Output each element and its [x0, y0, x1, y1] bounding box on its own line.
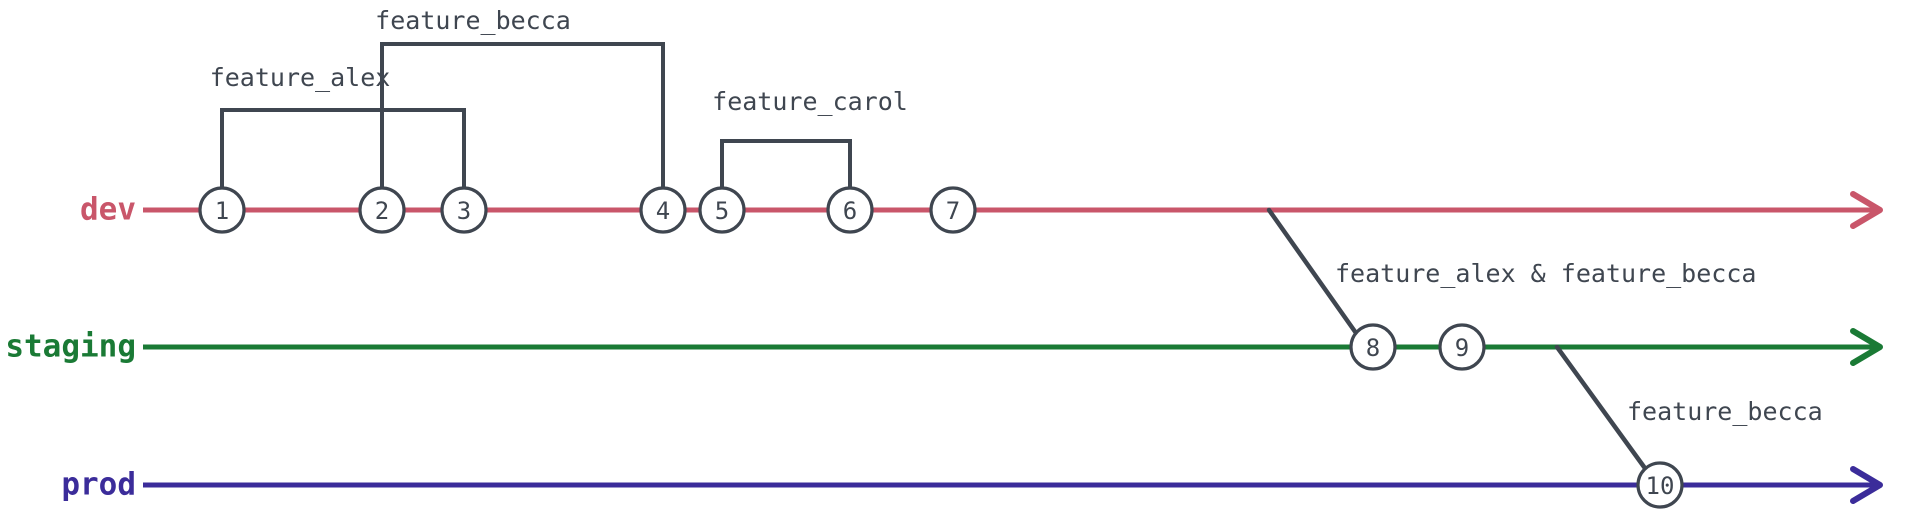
commit-circle-9 — [1438, 323, 1486, 371]
merge-line-merge-staging-to-prod — [1554, 344, 1650, 474]
commit-circle-3 — [440, 186, 488, 234]
feature-bracket-feature_alex[interactable]: feature_alex — [210, 63, 466, 188]
commit-label-3: 3 — [457, 197, 471, 225]
arrow-right-icon — [1850, 466, 1883, 504]
branch-label-staging: staging — [5, 329, 136, 365]
branch-prod[interactable]: prod — [61, 466, 1883, 504]
commit-label-10: 10 — [1646, 472, 1675, 500]
feature-brackets-layer: feature_alex feature_becca feature_carol — [210, 6, 908, 188]
bracket-label-feature_carol: feature_carol — [712, 87, 908, 116]
branch-dev[interactable]: dev — [80, 191, 1883, 229]
commit-label-6: 6 — [843, 197, 857, 225]
commit-label-7: 7 — [946, 197, 960, 225]
commit-node-3[interactable]: 3 — [440, 186, 488, 234]
branch-staging[interactable]: staging — [5, 328, 1883, 366]
commit-node-7[interactable]: 7 — [929, 186, 977, 234]
commit-circle-7 — [929, 186, 977, 234]
merge-dev-to-staging[interactable]: feature_alex & feature_becca — [1266, 207, 1756, 336]
branch-label-prod: prod — [61, 467, 136, 503]
commit-node-6[interactable]: 6 — [826, 186, 874, 234]
merge-label-merge-staging-to-prod: feature_becca — [1627, 397, 1823, 426]
commit-circle-4 — [639, 186, 687, 234]
bracket-label-feature_alex: feature_alex — [210, 63, 391, 92]
arrow-right-icon — [1850, 191, 1883, 229]
arrow-right-icon — [1850, 328, 1883, 366]
commit-label-2: 2 — [375, 197, 389, 225]
merge-staging-to-prod[interactable]: feature_becca — [1554, 344, 1823, 474]
commit-label-9: 9 — [1455, 334, 1469, 362]
commit-node-9[interactable]: 9 — [1438, 323, 1486, 371]
commit-circle-10 — [1636, 461, 1684, 509]
merge-label-merge-dev-to-staging: feature_alex & feature_becca — [1335, 259, 1756, 288]
commit-circle-5 — [698, 186, 746, 234]
bracket-path-feature_carol — [720, 139, 852, 188]
commit-node-10[interactable]: 10 — [1636, 461, 1684, 509]
commit-node-2[interactable]: 2 — [358, 186, 406, 234]
commit-node-5[interactable]: 5 — [698, 186, 746, 234]
commit-label-8: 8 — [1366, 334, 1380, 362]
commit-circle-8 — [1349, 323, 1397, 371]
commit-label-5: 5 — [715, 197, 729, 225]
merge-line-merge-dev-to-staging — [1266, 207, 1359, 336]
bracket-path-feature_alex — [220, 108, 466, 188]
commit-circle-2 — [358, 186, 406, 234]
commit-nodes-layer: 1 2 3 4 5 6 7 8 9 10 — [198, 186, 1684, 509]
feature-bracket-feature_becca[interactable]: feature_becca — [375, 6, 665, 188]
branch-label-dev: dev — [80, 192, 136, 228]
commit-circle-1 — [198, 186, 246, 234]
commit-circle-6 — [826, 186, 874, 234]
commit-node-8[interactable]: 8 — [1349, 323, 1397, 371]
commit-node-4[interactable]: 4 — [639, 186, 687, 234]
feature-bracket-feature_carol[interactable]: feature_carol — [712, 87, 908, 188]
commit-node-1[interactable]: 1 — [198, 186, 246, 234]
branch-lines-layer: dev staging prod — [5, 191, 1883, 504]
merge-edges-layer: feature_alex & feature_becca feature_becc… — [1266, 207, 1823, 474]
commit-label-4: 4 — [656, 197, 670, 225]
commit-label-1: 1 — [215, 197, 229, 225]
bracket-path-feature_becca — [380, 42, 665, 188]
bracket-label-feature_becca: feature_becca — [375, 6, 571, 35]
